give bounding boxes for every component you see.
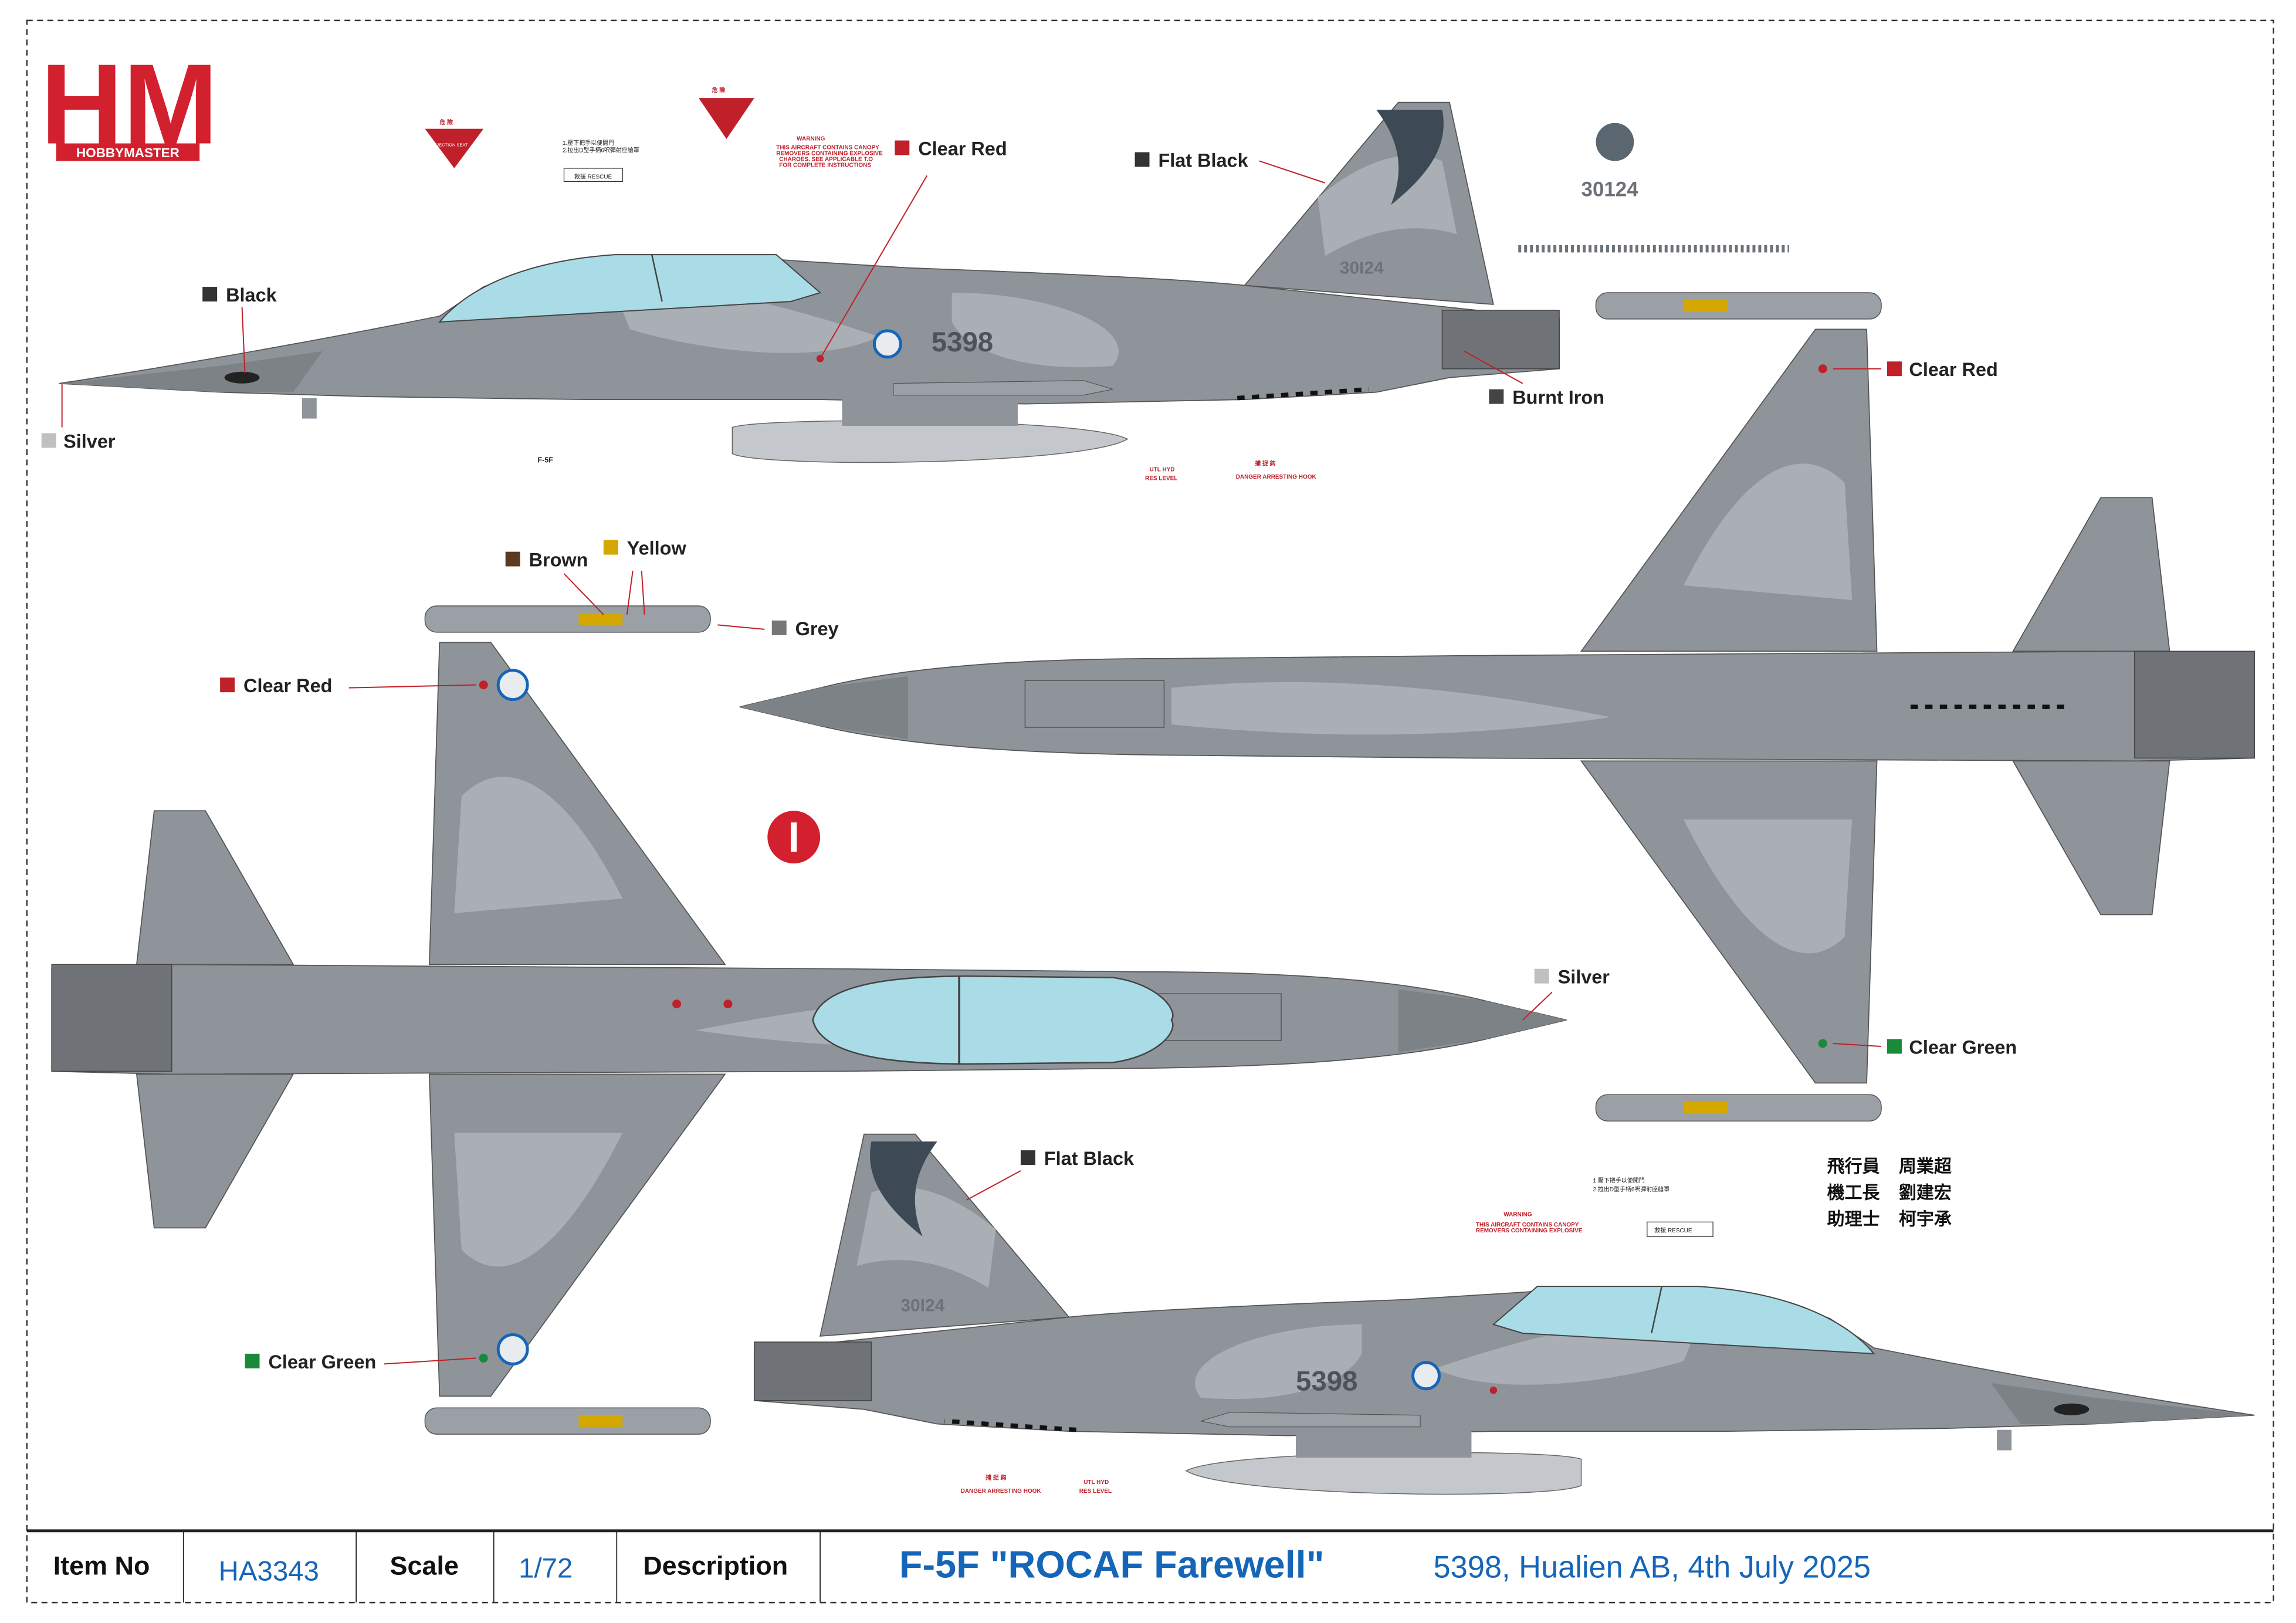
crew-role: 機工長 bbox=[1827, 1182, 1881, 1203]
arresting-hook-cn: 捕 捉 鈎 bbox=[986, 1473, 1006, 1481]
callout-brown: Brown bbox=[529, 550, 588, 571]
roundel-icon bbox=[496, 1333, 529, 1366]
tail-number: 30I24 bbox=[900, 1296, 944, 1316]
arresting-hook-stencil: DANGER ARRESTING HOOK bbox=[961, 1488, 1042, 1495]
crew-names: 飛行員 周業超 機工長 劉建宏 助理士 柯宇承 bbox=[1827, 1157, 1952, 1230]
callout-silver: Silver bbox=[63, 431, 116, 452]
utl-hyd-stencil: UTL HYD bbox=[1149, 466, 1174, 473]
stencil-group-top: 危 險 EJECTION SEAT 危 險 WARNING THIS AIRCR… bbox=[425, 86, 1316, 482]
callout-black: Black bbox=[226, 284, 277, 306]
crew-name: 柯宇承 bbox=[1899, 1209, 1952, 1229]
rocaf-emblem-icon bbox=[1596, 123, 1634, 161]
callout-silver: Silver bbox=[1558, 967, 1610, 988]
warning-line: THIS AIRCRAFT CONTAINS CANOPY bbox=[776, 144, 879, 151]
underside-view bbox=[739, 292, 2256, 1122]
rescue-stencil: 救援 RESCUE bbox=[574, 172, 612, 180]
scale-value: 1/72 bbox=[519, 1553, 573, 1584]
roundel-icon bbox=[496, 669, 529, 702]
tail-number: 30I24 bbox=[1340, 259, 1384, 278]
description-label: Description bbox=[643, 1551, 788, 1581]
warning-title: WARNING bbox=[797, 136, 825, 143]
top-view bbox=[50, 605, 1567, 1435]
res-level-stencil: RES LEVEL bbox=[1145, 475, 1177, 482]
callout-yellow: Yellow bbox=[627, 538, 687, 559]
callout-grey: Grey bbox=[795, 618, 839, 639]
rescue-line: 1.壓下把手以便開門 bbox=[563, 139, 614, 147]
ejection-seat-stencil: EJECTION SEAT bbox=[434, 143, 468, 148]
side-profile-right: 5398 30I24 WARNING THIS AIRCRAFT CONTAIN… bbox=[754, 1134, 2254, 1495]
res-level-stencil: RES LEVEL bbox=[1079, 1488, 1112, 1495]
sheet-border bbox=[26, 19, 2274, 1604]
warning-line: REMOVERS CONTAINING EXPLOSIVE bbox=[1476, 1228, 1583, 1234]
svg-text:HOBBYMASTER: HOBBYMASTER bbox=[76, 145, 180, 160]
danger-stencil: 危 險 bbox=[712, 86, 725, 94]
description-subtitle: 5398, Hualien AB, 4th July 2025 bbox=[1434, 1551, 1871, 1585]
tail-number-detail: 30124 bbox=[1582, 178, 1639, 201]
scale-label: Scale bbox=[390, 1551, 459, 1581]
serial-number: 5398 bbox=[1296, 1366, 1357, 1397]
tail-emblem-detail: 30124 bbox=[1518, 123, 1789, 253]
utl-hyd-stencil: UTL HYD bbox=[1083, 1479, 1109, 1486]
side-profile-left: 5398 30I24 F-5F bbox=[59, 103, 1559, 465]
callout-clear-red: Clear Red bbox=[1909, 359, 1997, 380]
danger-stencil: 危 險 bbox=[439, 118, 453, 126]
callout-clear-red: Clear Red bbox=[918, 138, 1007, 159]
warning-line: FOR COMPLETE INSTRUCTIONS bbox=[779, 162, 871, 168]
serial-number: 5398 bbox=[932, 327, 993, 358]
type-stencil: F-5F bbox=[538, 456, 554, 464]
description-title: F-5F "ROCAF Farewell" bbox=[899, 1543, 1325, 1586]
callout-clear-green: Clear Green bbox=[268, 1351, 376, 1373]
rescue-line: 2.拉出D型手柄6呎彈射座艙罩 bbox=[1593, 1185, 1669, 1193]
callout-flat-black: Flat Black bbox=[1158, 150, 1248, 171]
crew-name: 周業超 bbox=[1899, 1157, 1952, 1177]
crew-name: 劉建宏 bbox=[1899, 1182, 1952, 1203]
color-callouts: Black Silver Clear Red Flat Black Burnt … bbox=[41, 138, 2017, 1373]
crew-role: 飛行員 bbox=[1827, 1157, 1880, 1177]
warning-line: THIS AIRCRAFT CONTAINS CANOPY bbox=[1476, 1222, 1579, 1228]
rescue-stencil: 救援 RESCUE bbox=[1654, 1226, 1692, 1234]
callout-burnt-iron: Burnt Iron bbox=[1512, 387, 1604, 408]
warning-line: CHAROES. SEE APPLICABLE T.O bbox=[779, 156, 873, 162]
hobbymaster-logo: HM HOBBYMASTER bbox=[40, 41, 218, 168]
rescue-line: 2.拉出D型手柄6呎彈射座艙罩 bbox=[563, 146, 639, 154]
callout-flat-black: Flat Black bbox=[1044, 1148, 1135, 1169]
item-no-label: Item No bbox=[53, 1551, 150, 1581]
arresting-hook-cn: 捕 捉 鈎 bbox=[1255, 459, 1275, 467]
warning-title: WARNING bbox=[1503, 1211, 1532, 1218]
callout-clear-green: Clear Green bbox=[1909, 1036, 2017, 1058]
crew-role: 助理士 bbox=[1827, 1209, 1880, 1229]
item-no-value: HA3343 bbox=[219, 1556, 319, 1587]
arresting-hook-stencil: DANGER ARRESTING HOOK bbox=[1236, 474, 1317, 480]
info-footer: Item No HA3343 Scale 1/72 Description F-… bbox=[26, 1529, 2274, 1603]
callout-clear-red: Clear Red bbox=[243, 675, 332, 696]
rescue-line: 1.壓下把手以便開門 bbox=[1593, 1177, 1644, 1184]
warning-line: REMOVERS CONTAINING EXPLOSIVE bbox=[776, 150, 883, 157]
